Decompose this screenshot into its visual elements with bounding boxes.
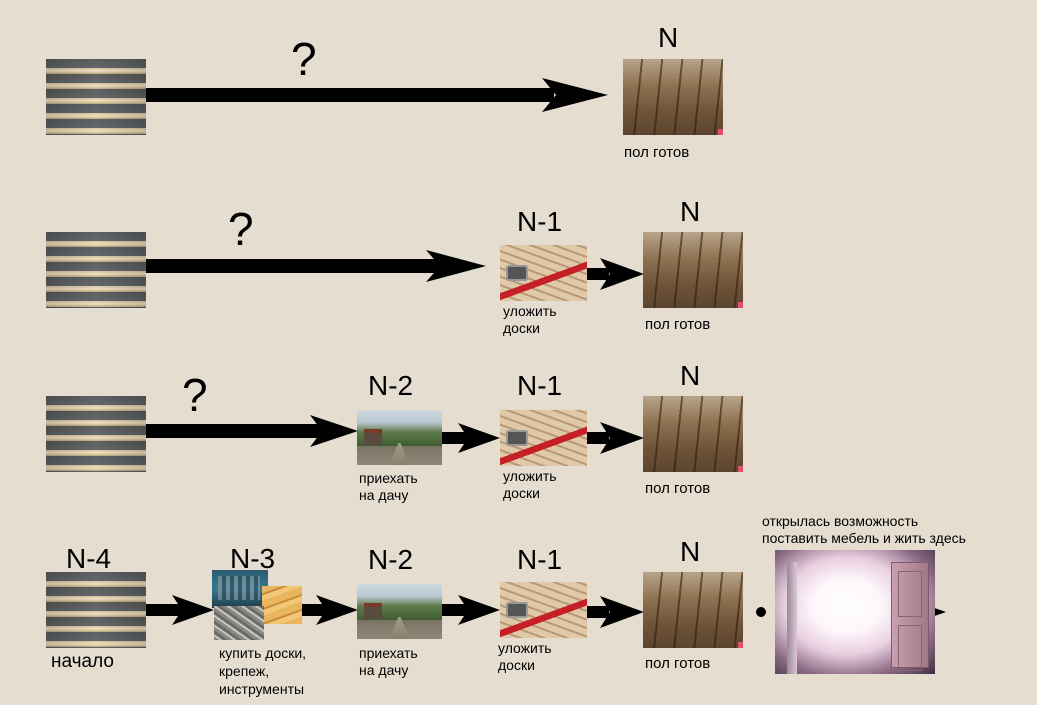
opportunity-caption-line1: открылась возможность	[762, 513, 919, 529]
row4-n1-caption-line2: доски	[498, 657, 535, 673]
row3-step-n1-label: N-1	[517, 370, 563, 401]
row4-n2-image	[357, 584, 442, 639]
row4-n3-caption-line2: крепеж,	[219, 663, 270, 679]
arrow-row4-n2-to-n1	[442, 595, 500, 625]
door-leaf	[891, 562, 929, 671]
row2-question-mark: ?	[228, 203, 254, 255]
opportunity-caption-line2: поставить мебель и жить здесь	[762, 530, 966, 546]
door-frame-left	[787, 562, 797, 674]
row2-final-image	[643, 232, 743, 308]
row4-start-caption: начало	[51, 651, 114, 672]
open-door-image	[775, 550, 935, 674]
row3-start-image	[46, 396, 146, 472]
row4-start-image	[46, 572, 146, 648]
row2-n1-caption-line2: доски	[503, 320, 540, 336]
row1-final-image	[623, 59, 723, 135]
row1-start-image	[46, 59, 146, 135]
arrow-row2-n1-to-final	[587, 258, 644, 290]
row2-n1-image	[500, 245, 587, 301]
row3-n2-caption-line2: на дачу	[359, 487, 409, 503]
row2-n1-caption-line1: уложить	[503, 303, 557, 319]
row4-n1-caption-line1: уложить	[498, 640, 552, 656]
row3-n1-image	[500, 410, 587, 466]
row2-start-image	[46, 232, 146, 308]
row1-final-caption: пол готов	[624, 144, 690, 161]
row4-n2-caption-line2: на дачу	[359, 662, 409, 678]
arrow-row4-n1-to-final	[587, 596, 644, 628]
row3-n2-image	[357, 410, 442, 465]
row4-n3-caption-line1: купить доски,	[219, 645, 307, 661]
row2-final-caption: пол готов	[645, 316, 711, 333]
row3-n2-caption-line1: приехать	[359, 470, 418, 486]
row2-step-n1-label: N-1	[517, 206, 563, 237]
row4-step-n2-label: N-2	[368, 544, 414, 575]
row1-final-step-label: N	[658, 22, 679, 53]
row4-n3-caption-line3: инструменты	[219, 681, 305, 697]
row4-final-caption: пол готов	[645, 655, 711, 672]
row4-step-n3-label: N-3	[230, 543, 276, 574]
arrow-row3-n1-to-final	[587, 422, 644, 454]
row4-n3-tools-image	[212, 570, 268, 608]
row3-n1-caption-line1: уложить	[503, 468, 557, 484]
row3-step-n2-label: N-2	[368, 370, 414, 401]
arrow-row3-start-to-n2	[146, 415, 358, 447]
row4-n2-caption-line1: приехать	[359, 645, 418, 661]
arrow-row3-n2-to-n1	[442, 423, 500, 453]
row4-step-n1-label: N-1	[517, 544, 563, 575]
row4-n1-image	[500, 582, 587, 638]
arrow-row1-start-to-final	[146, 78, 608, 112]
row4-final-image	[643, 572, 743, 648]
arrow-row4-n3-to-n2	[302, 595, 358, 625]
arrow-row2-start-to-n1	[146, 250, 486, 282]
row3-final-image	[643, 396, 743, 472]
row4-step-n4-label: N-4	[66, 543, 112, 574]
row4-final-step-label: N	[680, 536, 701, 567]
row2-final-step-label: N	[680, 196, 701, 227]
row3-n1-caption-line2: доски	[503, 485, 540, 501]
row1-question-mark: ?	[291, 33, 317, 85]
row3-question-mark: ?	[182, 369, 208, 421]
row3-final-caption: пол готов	[645, 480, 711, 497]
arrow-row4-n4-to-n3	[146, 595, 214, 625]
row3-final-step-label: N	[680, 360, 701, 391]
row4-n3-fasteners-image	[214, 606, 264, 640]
row4-n3-planks-image	[262, 586, 302, 624]
